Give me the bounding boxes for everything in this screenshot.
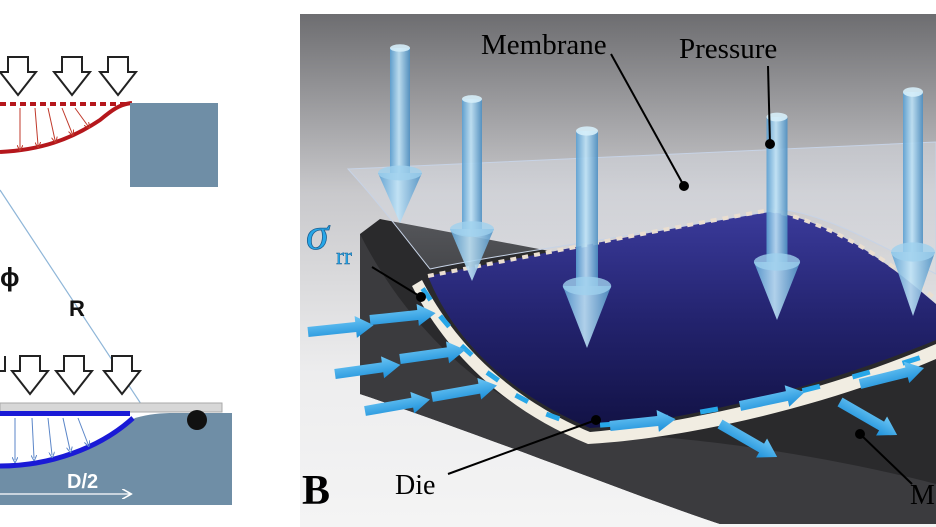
pressure-label: Pressure [679,33,777,65]
pressure-leader-dot [765,139,775,149]
top-force-arrows [20,107,88,148]
top-pressure-arrow-3 [97,56,139,97]
d-half-label: D/2 [67,471,98,493]
panel-a: ϕ R D/2 [0,0,300,527]
mold-leader [859,433,913,485]
membrane-leader-dot [679,181,689,191]
r-label: R [69,296,85,321]
membrane-surface [428,212,936,428]
bottom-die-block [0,413,232,505]
stress-leader-dot [416,292,426,302]
stress-symbol: σ [306,208,331,259]
mold-leader-dot [855,429,865,439]
die-block-side [360,234,936,524]
membrane-edge-white [412,280,936,444]
top-die-block [130,103,218,187]
bottom-pressure-arrow-4 [101,355,143,396]
die-leader-dot [591,415,601,425]
bottom-deformed-curve [0,416,135,469]
membrane-sheet [346,141,936,275]
membrane-label: Membrane [481,29,607,61]
stress-subscript: rr [336,244,352,270]
phi-label: ϕ [0,262,20,292]
panel-b-diagram: Membrane Pressure σ rr B Die M [300,14,936,527]
panel-letter-b: B [302,468,330,514]
bottom-force-arrows [15,417,88,460]
top-pressure-arrow-2 [51,56,93,97]
leader-lines [371,53,913,485]
panel-b: Membrane Pressure σ rr B Die M [300,14,936,527]
bottom-pressure-arrows [0,355,143,396]
die-leader [447,419,597,475]
membrane-leader [610,53,685,187]
bottom-plate [0,402,223,413]
bottom-pressure-arrow-1 [0,356,6,372]
bottom-blue-bar [0,411,130,416]
die-label: Die [395,470,435,501]
top-pressure-arrows [0,56,139,97]
top-pressure-arrow-1 [0,56,39,97]
stress-label: σ rr [306,208,353,271]
bottom-pressure-arrow-3 [53,355,95,396]
bottom-pressure-arrow-2 [9,355,51,396]
top-deformed-curve [0,101,133,154]
panel-a-diagram: ϕ R D/2 [0,56,232,505]
pivot-dot [187,410,207,430]
pressure-leader [767,65,771,145]
stress-leader [371,266,422,298]
mold-label: M [910,480,935,511]
